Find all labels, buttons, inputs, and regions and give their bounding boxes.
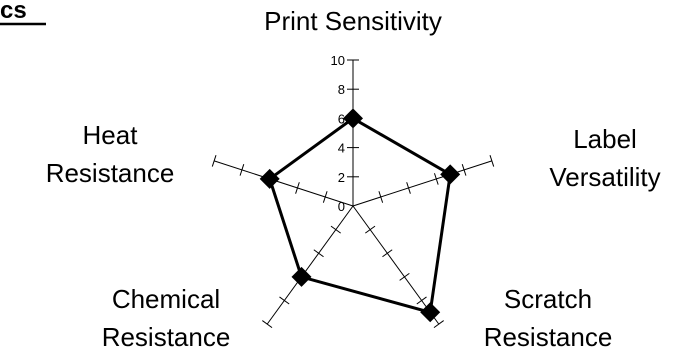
axis-tick-chemical-resistance	[330, 225, 341, 234]
axis-tick-heat-resistance	[239, 164, 245, 176]
header-fragment: cs	[0, 0, 27, 24]
axis-label-label-versatility: Versatility	[549, 162, 660, 192]
data-point-print-sensitivity	[343, 108, 363, 129]
tick-label: 8	[338, 82, 345, 97]
labels-layer: Print SensitivityLabelVersatilityScratch…	[46, 6, 661, 352]
axis-label-heat-resistance: Resistance	[46, 158, 175, 188]
axis-label-scratch-resistance: Scratch	[504, 284, 592, 314]
axis-tick-scratch-resistance	[365, 225, 376, 234]
tick-label: 6	[338, 111, 345, 126]
data-point-heat-resistance	[259, 168, 280, 189]
axis-line-heat-resistance	[213, 160, 354, 207]
axis-tick-label-versatility	[433, 173, 439, 185]
tick-label: 0	[338, 199, 345, 214]
tick-label: 4	[338, 141, 345, 156]
axis-label-label-versatility: Label	[573, 124, 637, 154]
axis-tick-label-versatility	[378, 191, 384, 203]
axis-label-chemical-resistance: Resistance	[102, 322, 231, 352]
axis-tick-label-versatility	[406, 182, 411, 194]
axis-tick-heat-resistance	[211, 155, 217, 167]
axis-tick-label-versatility	[489, 155, 495, 167]
axis-label-print-sensitivity: Print Sensitivity	[264, 6, 442, 36]
axis-line-scratch-resistance	[352, 205, 440, 325]
axis-tick-scratch-resistance	[416, 296, 427, 305]
axis-tick-label-versatility	[461, 164, 467, 176]
axis-label-chemical-resistance: Chemical	[112, 284, 220, 314]
axis-line-chemical-resistance	[266, 205, 354, 325]
axis-tick-scratch-resistance	[433, 320, 444, 329]
axis-label-heat-resistance: Heat	[83, 120, 139, 150]
series-outline	[267, 116, 452, 315]
axis-label-scratch-resistance: Resistance	[484, 322, 613, 352]
data-point-scratch-resistance	[420, 302, 441, 323]
tick-label: 10	[331, 53, 345, 68]
axis-tick-scratch-resistance	[382, 249, 393, 258]
axis-tick-chemical-resistance	[313, 249, 324, 258]
data-point-chemical-resistance	[291, 266, 312, 287]
axes-layer: 0 2 4 6 8 10	[211, 53, 495, 329]
data-point-label-versatility	[440, 164, 461, 185]
tick-label: 2	[338, 170, 345, 185]
axis-tick-chemical-resistance	[279, 296, 290, 305]
axis-tick-heat-resistance	[295, 182, 300, 194]
axis-tick-scratch-resistance	[399, 272, 410, 281]
series-layer	[259, 108, 461, 323]
axis-line-label-versatility	[352, 160, 493, 207]
axis-tick-chemical-resistance	[262, 320, 273, 329]
axis-tick-heat-resistance	[322, 191, 328, 203]
